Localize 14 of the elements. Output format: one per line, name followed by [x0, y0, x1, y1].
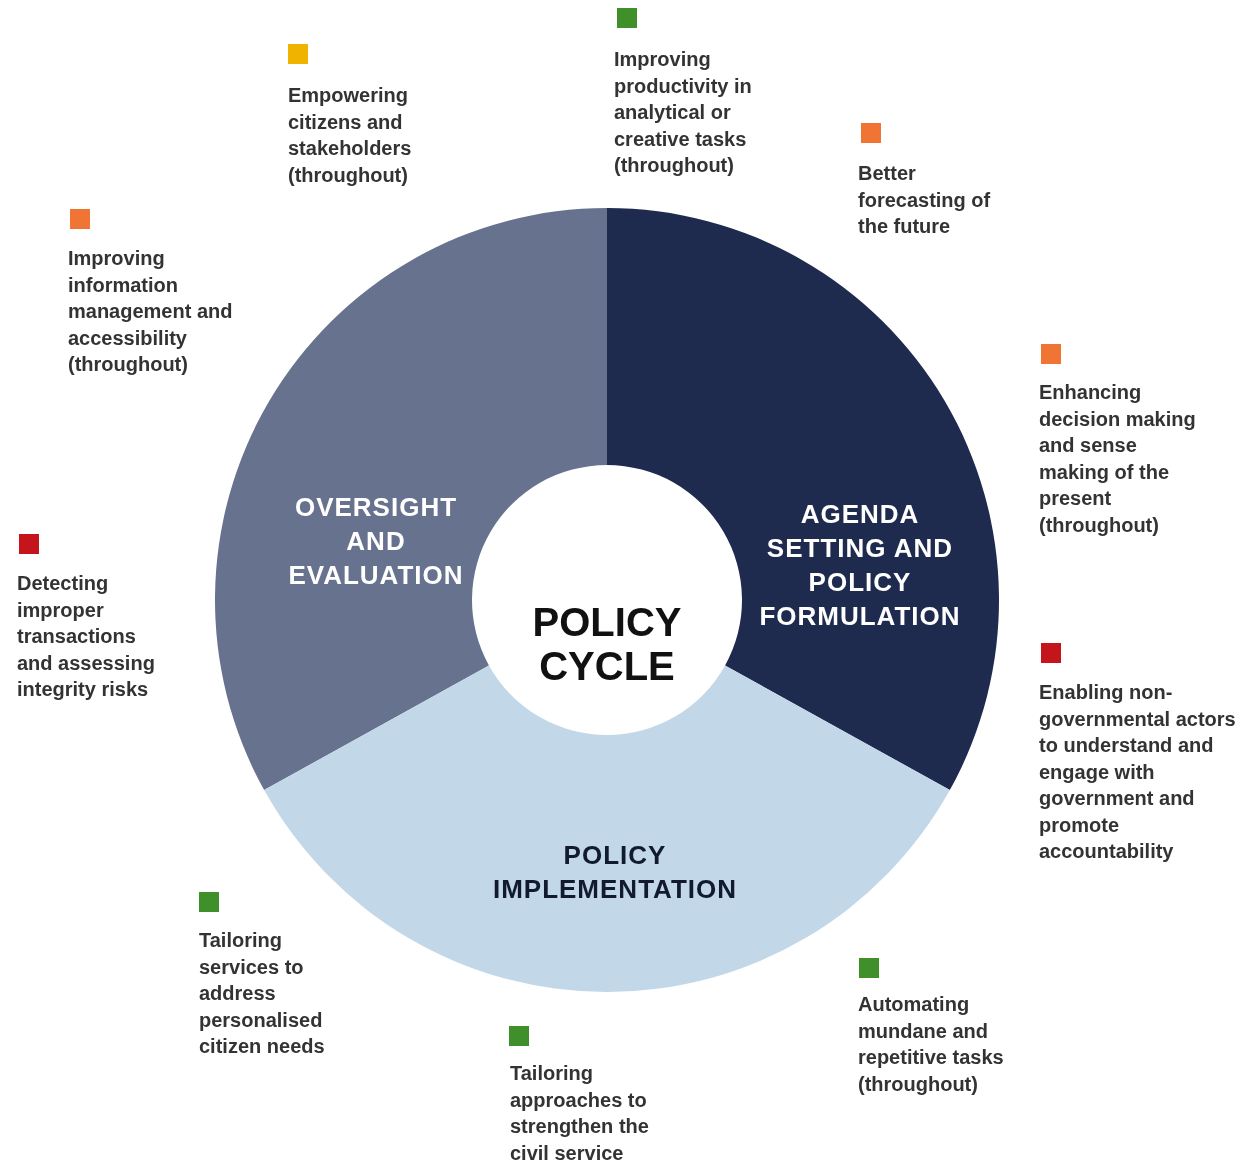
segment-label: AGENDA SETTING AND POLICY FORMULATION — [758, 498, 962, 633]
bullet-text: Better forecasting of the future — [858, 161, 992, 239]
segment-label: OVERSIGHT AND EVALUATION — [287, 491, 465, 592]
bullet-text: Detecting improper transactions and assessing integrity risks — [17, 571, 156, 702]
bullet-text: Enabling non-governmental actors to understand and engage with government and promote accountability — [1039, 680, 1237, 864]
segment-label: POLICY IMPLEMENTATION — [491, 839, 739, 906]
bullet-text: Improving productivity in analytical or creative tasks (throughout) — [614, 47, 753, 178]
bullet-text: Tailoring services to address personalised citizen needs — [199, 928, 326, 1059]
bullet-text: Automating mundane and repetitive tasks (throughout) — [858, 992, 1005, 1097]
bullet-text: Enhancing decision making and sense making of the present (throughout) — [1039, 380, 1197, 538]
center-title: POLICY CYCLE — [531, 600, 683, 688]
bullet-text: Tailoring approaches to strengthen the civil service — [510, 1061, 650, 1163]
bullet-text: Improving information management and accessibility (throughout) — [68, 246, 234, 377]
bullet-text: Empowering citizens and stakeholders (throughout) — [288, 83, 413, 188]
